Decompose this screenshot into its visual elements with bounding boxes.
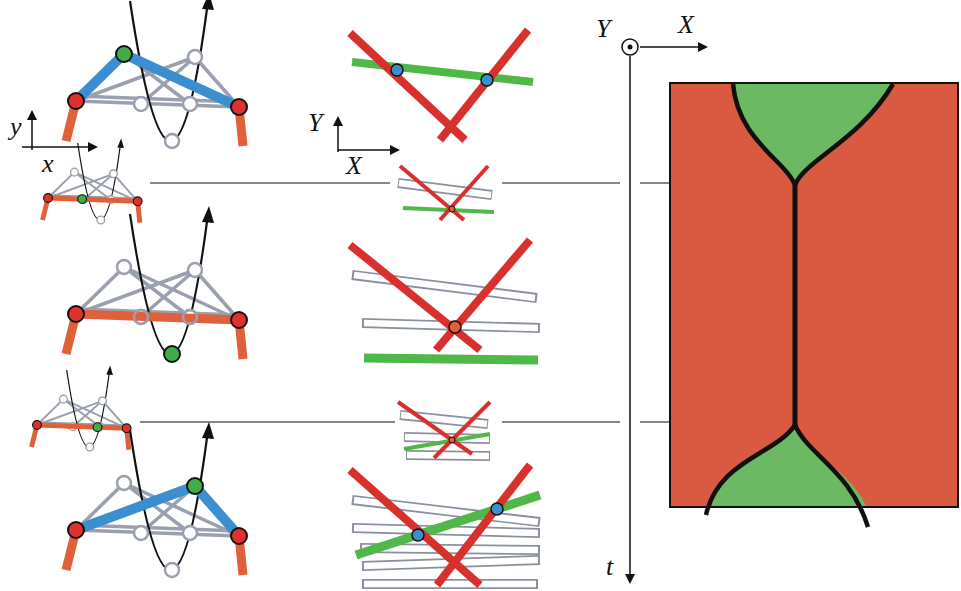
axis-label: y xyxy=(10,112,22,142)
axis-label: t xyxy=(606,552,613,582)
axis-label: X xyxy=(678,10,694,40)
axis-label: Y xyxy=(308,108,322,138)
axis-label: X xyxy=(346,151,362,181)
axis-label: Y xyxy=(596,14,610,44)
axis-label: x xyxy=(42,149,54,179)
